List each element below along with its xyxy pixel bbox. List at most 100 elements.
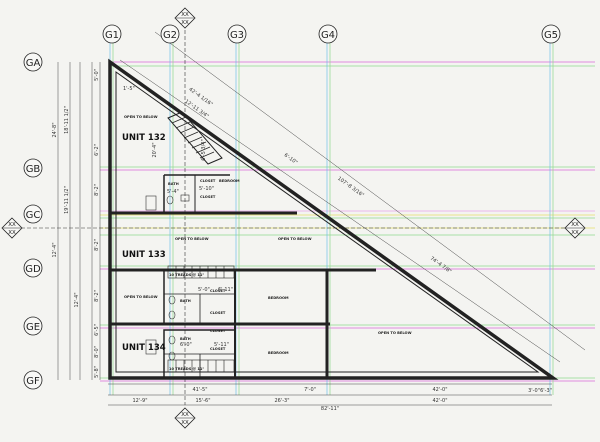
section-marker-bottom: XX XX xyxy=(174,407,196,429)
room-labels: OPEN TO BELOW OPEN TO BELOW OPEN TO BELO… xyxy=(124,115,412,371)
dim-bottom-segment-3: 42'-0" xyxy=(432,398,447,404)
grid-label-g3: G3 xyxy=(230,30,244,41)
closet-label-133-b: CLOSET xyxy=(210,311,226,315)
grid-label-ga: GA xyxy=(26,58,41,69)
dim-top-horizontal: 1'-5" xyxy=(123,86,135,92)
bedroom-label-134: BEDROOM xyxy=(268,351,289,355)
open-to-below-133-a: OPEN TO BELOW xyxy=(175,237,209,241)
dim-stair-1: 20'-4" xyxy=(152,142,158,157)
dim-bottom-segment-1: 15'-6" xyxy=(195,398,210,404)
dim-inner-bottom-1: 7'-0" xyxy=(304,387,316,393)
section-marker-top: XX XX xyxy=(174,7,196,29)
unit-labels: UNIT 132 UNIT 133 UNIT 134 xyxy=(122,133,166,353)
dim-bath-1: 5'-10" xyxy=(199,186,214,192)
bath-block-133 xyxy=(163,269,236,325)
grid-bubble-g4: G4 xyxy=(318,24,338,44)
grid-bubble-gf: GF xyxy=(23,370,43,390)
grid-label-g5: G5 xyxy=(544,30,558,41)
dim-left-segment-8: 5'-8" xyxy=(94,366,100,378)
grid-bubble-gc: GC xyxy=(23,204,43,224)
closet-label-132-a: CLOSET xyxy=(200,179,216,183)
dim-left-segment-5: 12'-4" xyxy=(74,292,80,307)
dim-bottom-segment-4: 3'-0" xyxy=(528,388,540,394)
dim-left-segment-1: 6'-2" xyxy=(94,144,100,156)
stair-unit133 xyxy=(167,265,235,279)
dim-bottom-segment-0: 12'-9" xyxy=(132,398,147,404)
bath-label-133: BATH xyxy=(180,299,191,303)
section-marker-left-b: XX xyxy=(8,230,16,236)
grid-label-g1: G1 xyxy=(105,30,119,41)
dim-bottom-segment-5: 6'-3" xyxy=(540,388,552,394)
section-marker-left: XX XX xyxy=(1,217,23,239)
grid-bubble-ga: GA xyxy=(23,52,43,72)
dim-bath-5: 5'-11" xyxy=(214,342,229,348)
grid-bubble-g5: G5 xyxy=(541,24,561,44)
dim-bath-3: 6'-11" xyxy=(218,287,233,293)
section-marker-bottom-a: XX xyxy=(181,412,189,418)
dim-left-segment-7: 8'-0" xyxy=(94,346,100,358)
closet-label-134-a: CLOSET xyxy=(210,329,226,333)
grid-bubble-g3: G3 xyxy=(227,24,247,44)
bath-label-132: BATH xyxy=(168,182,179,186)
dim-bottom-overall: 82'-11" xyxy=(321,406,339,412)
dim-inner-bottom-2: 42'-0" xyxy=(432,387,447,393)
dim-left-overall-1: 19'-11 1/2" xyxy=(64,186,70,214)
dim-left-overall-0: 24'-8" xyxy=(52,122,58,137)
grid-label-ge: GE xyxy=(26,322,40,333)
dim-bath-0: 5'-4" xyxy=(167,189,179,195)
grid-bubbles-vertical: G1 G2 G3 G4 G5 xyxy=(102,24,561,44)
unit-label-132: UNIT 132 xyxy=(122,133,166,143)
bedroom-label-132: BEDROOM xyxy=(219,179,240,183)
dim-left-segment-3: 8'-2" xyxy=(94,239,100,251)
grid-label-gf: GF xyxy=(26,376,40,387)
dim-stair-0: 6'-5 3/4" xyxy=(201,139,207,160)
dim-left-overall-2: 12'-4" xyxy=(52,242,58,257)
stair-upper xyxy=(167,111,223,165)
dim-bath-2: 5'-0" xyxy=(198,287,210,293)
stair-unit134 xyxy=(167,359,235,373)
grid-bubble-g2: G2 xyxy=(160,24,180,44)
section-marker-right-b: XX xyxy=(571,230,579,236)
closet-label-132-b: CLOSET xyxy=(200,195,216,199)
bedroom-label-133: BEDROOM xyxy=(268,296,289,300)
grid-label-gc: GC xyxy=(26,210,41,221)
grid-label-gb: GB xyxy=(26,164,41,175)
section-marker-right: XX XX xyxy=(564,217,586,239)
grid-bubble-g1: G1 xyxy=(102,24,122,44)
section-marker-top-b: XX xyxy=(181,20,189,26)
plumbing-fixtures xyxy=(145,194,190,361)
grid-label-g2: G2 xyxy=(163,30,177,41)
grid-bubble-ge: GE xyxy=(23,316,43,336)
dim-bottom-segment-2: 26'-3" xyxy=(274,398,289,404)
dim-left-segment-0: 5'-0" xyxy=(94,69,100,81)
section-marker-right-a: XX xyxy=(571,222,579,228)
grid-label-gd: GD xyxy=(25,264,41,275)
dimension-lines xyxy=(57,31,586,406)
open-to-below-133-b: OPEN TO BELOW xyxy=(278,237,312,241)
grid-bubbles-horizontal: GA GB GC GD GE GF xyxy=(23,52,43,390)
dim-left-segment-4: 8'-2" xyxy=(94,290,100,302)
open-to-below-132: OPEN TO BELOW xyxy=(124,115,158,119)
unit-label-134: UNIT 134 xyxy=(122,343,166,353)
grid-label-g4: G4 xyxy=(321,30,335,41)
bath-label-134: BATH xyxy=(180,337,191,341)
closet-label-133-a: CLOSET xyxy=(210,289,226,293)
dim-left-segment-2: 8'-2" xyxy=(94,184,100,196)
section-markers: XX XX XX XX XX XX XX XX xyxy=(1,7,586,429)
dim-line-diagonal-outer xyxy=(154,31,586,351)
closet-label-134-b: CLOSET xyxy=(210,347,226,351)
unit-label-133: UNIT 133 xyxy=(122,250,166,260)
dim-inner-bottom-0: 41'-5" xyxy=(192,387,207,393)
building-walls xyxy=(108,58,559,380)
dim-left-segment-6: 6'-5" xyxy=(94,324,100,336)
grid-bubble-gb: GB xyxy=(23,158,43,178)
treads-label-134: 10 TREADS @ 11" xyxy=(169,367,204,371)
open-to-below-133-c: OPEN TO BELOW xyxy=(124,295,158,299)
treads-label-133: 10 TREADS @ 11" xyxy=(169,273,204,277)
dim-bath-4: 6'-0" xyxy=(180,342,192,348)
dim-left-overall-3: 18'-11 1/2" xyxy=(64,106,70,134)
section-marker-left-a: XX xyxy=(8,222,16,228)
section-marker-bottom-b: XX xyxy=(181,420,189,426)
